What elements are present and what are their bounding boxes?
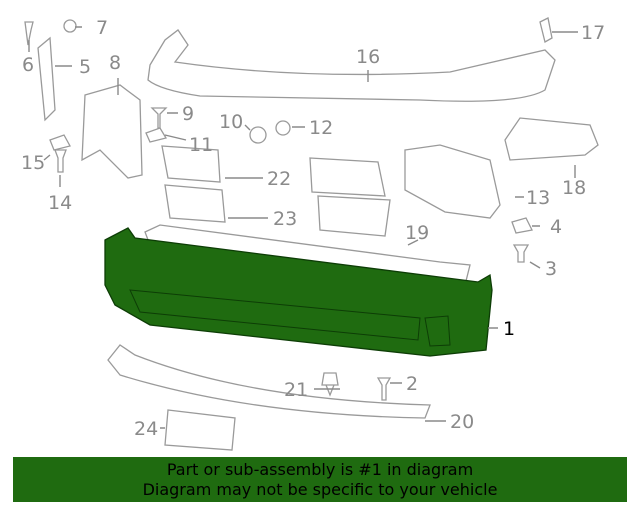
callout-15: 15: [21, 152, 45, 174]
banner-line-2: Diagram may not be specific to your vehi…: [142, 480, 498, 499]
parts-diagram: 1 2 3 4 5 6 7 8 9 10 11 12 13 14 15 16 1…: [21, 17, 605, 451]
callout-7: 7: [96, 17, 108, 39]
callout-24: 24: [134, 418, 158, 440]
callout-14: 14: [48, 192, 72, 214]
part-3-bolt[interactable]: [512, 244, 530, 263]
callout-8: 8: [109, 52, 121, 74]
part-22-grille-right[interactable]: [309, 157, 386, 197]
callout-18: 18: [562, 177, 586, 199]
callout-13: 13: [526, 187, 550, 209]
callout-19: 19: [405, 222, 429, 244]
part-6-clip[interactable]: [24, 21, 34, 46]
bumper-lower-opening: [129, 289, 421, 341]
part-1-front-bumper[interactable]: [104, 227, 493, 357]
part-23-right[interactable]: [317, 195, 391, 237]
part-4-nut[interactable]: [511, 217, 533, 234]
part-5-bracket[interactable]: [37, 36, 56, 122]
part-16-upper-cover[interactable]: [147, 29, 556, 102]
part-8-bracket[interactable]: [81, 84, 143, 179]
part-13-bracket[interactable]: [404, 144, 501, 219]
part-7-nut[interactable]: [63, 19, 77, 33]
fog-lamp-opening: [424, 315, 451, 347]
callout-9: 9: [182, 103, 194, 125]
part-12-nut[interactable]: [275, 120, 291, 136]
part-17[interactable]: [539, 17, 553, 43]
part-18-bracket[interactable]: [504, 117, 599, 161]
part-2-bolt[interactable]: [376, 377, 392, 401]
part-14-bolt[interactable]: [54, 149, 67, 173]
callout-5: 5: [79, 56, 91, 78]
callout-2: 2: [406, 373, 418, 395]
callout-11: 11: [189, 134, 213, 156]
part-23-left[interactable]: [164, 184, 226, 223]
part-11-nut[interactable]: [145, 127, 168, 143]
callout-17: 17: [581, 22, 605, 44]
fitment-notice-banner: Part or sub-assembly is #1 in diagram Di…: [13, 457, 627, 502]
banner-line-1: Part or sub-assembly is #1 in diagram: [166, 460, 474, 479]
callout-20: 20: [450, 411, 474, 433]
callout-4: 4: [550, 216, 562, 238]
part-21-pushpin[interactable]: [321, 372, 339, 397]
part-24-license-bracket[interactable]: [164, 409, 236, 451]
callout-16: 16: [356, 46, 380, 68]
part-9-pushpin[interactable]: [150, 107, 168, 129]
part-22-grille-left[interactable]: [161, 145, 221, 183]
callout-1: 1: [503, 318, 515, 340]
leader-lines: [28, 26, 578, 429]
callout-3: 3: [545, 258, 557, 280]
callout-6: 6: [22, 54, 34, 76]
callout-23: 23: [273, 208, 297, 230]
part-20-lower-valance[interactable]: [107, 344, 431, 419]
callout-22: 22: [267, 168, 291, 190]
callout-10: 10: [219, 111, 243, 133]
callout-21: 21: [284, 379, 308, 401]
callout-12: 12: [309, 117, 333, 139]
part-10-clip[interactable]: [249, 126, 267, 144]
part-15-nut[interactable]: [49, 134, 71, 151]
